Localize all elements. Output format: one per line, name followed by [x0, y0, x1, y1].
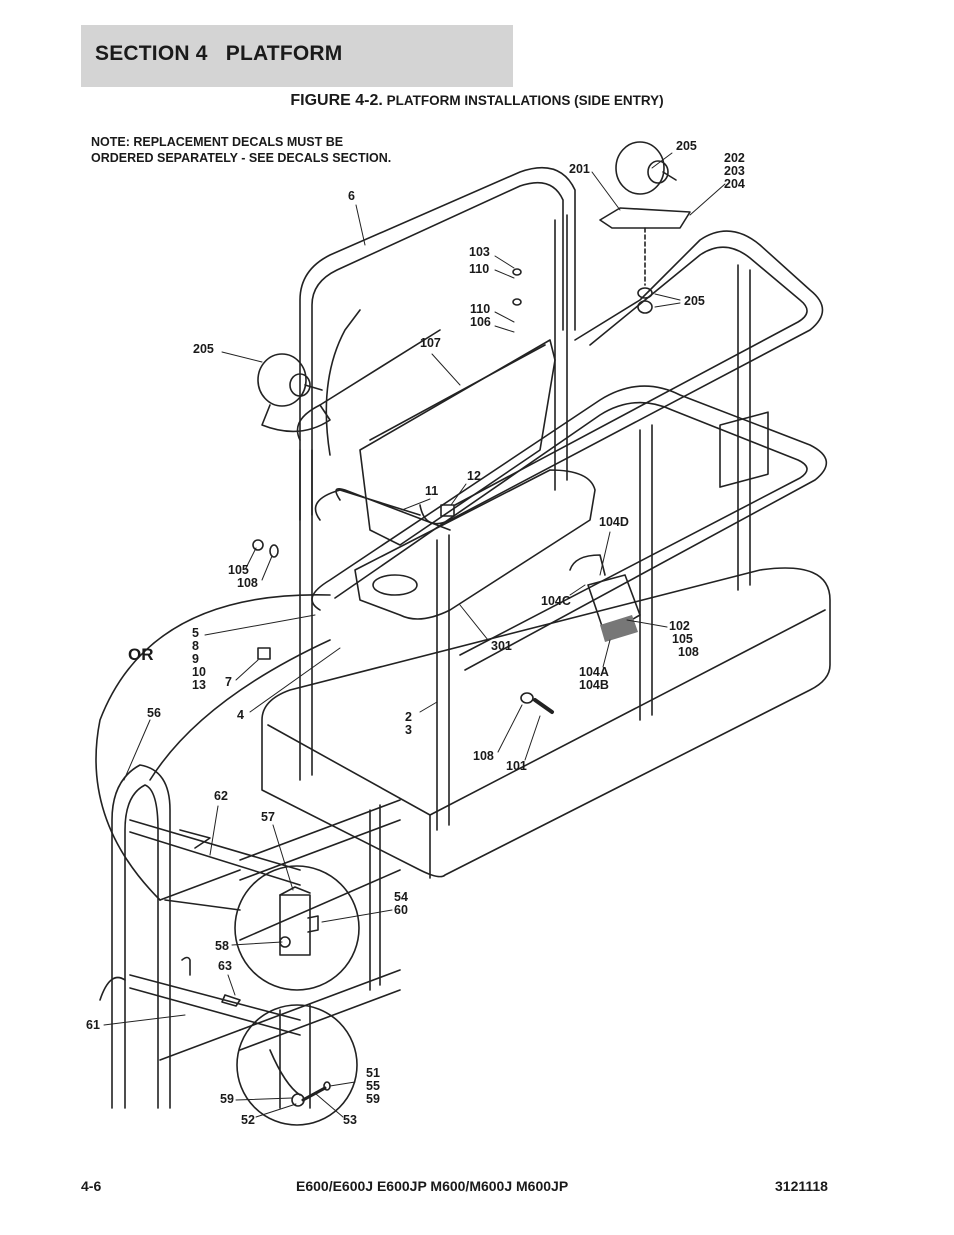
callout-9: 9 [192, 652, 199, 666]
callout-59: 59 [366, 1092, 380, 1106]
callout-107: 107 [420, 336, 441, 350]
callout-3: 3 [405, 723, 412, 737]
figure-title: FIGURE 4-2. PLATFORM INSTALLATIONS (SIDE… [0, 92, 954, 110]
callout-4: 4 [237, 708, 244, 722]
callout-101: 101 [506, 759, 527, 773]
rear-top-rail [299, 166, 576, 521]
callout-62: 62 [214, 789, 228, 803]
callout-53: 53 [343, 1113, 357, 1127]
decal-plate [719, 411, 769, 488]
leader-lines [103, 152, 726, 1118]
foot-switch [587, 574, 641, 636]
callout-110-106: 110 106 [470, 303, 491, 329]
callout-103: 103 [469, 245, 490, 259]
callout-202-204: 202 203 204 [724, 152, 745, 191]
callout-54: 54 [394, 890, 408, 904]
gate-detail [99, 764, 401, 1126]
callout-102: 102 [669, 619, 690, 633]
section-header: SECTION 4 PLATFORM [81, 25, 513, 87]
callout-52: 52 [241, 1113, 255, 1127]
callout-108-b: 108 [678, 645, 699, 659]
callout-5-13: 5 8 9 10 13 [192, 627, 206, 692]
console [354, 469, 596, 620]
callout-204: 204 [724, 177, 745, 191]
callout-55: 55 [366, 1079, 380, 1093]
callout-104d: 104D [599, 515, 629, 529]
callout-105-b: 105 [672, 632, 693, 646]
callout-104a-104b: 104A 104B [579, 666, 609, 692]
callout-2-3: 2 3 [405, 711, 412, 737]
callout-108: 108 [237, 576, 258, 590]
callout-102-108: 102 105 108 [669, 620, 699, 659]
note-line-1: NOTE: REPLACEMENT DECALS MUST BE [91, 135, 344, 149]
or-label: OR [128, 645, 154, 664]
model-list: E600/E600J E600JP M600/M600J M600JP [296, 1178, 569, 1194]
figure-caption: FIGURE 4-2. [290, 92, 383, 109]
callout-205: 205 [676, 139, 697, 153]
callout-104b: 104B [579, 678, 609, 692]
callout-57: 57 [261, 810, 275, 824]
callout-202: 202 [724, 151, 745, 165]
callout-301: 301 [491, 639, 512, 653]
callout-13: 13 [192, 678, 206, 692]
mid-rail [311, 385, 828, 671]
callout-105: 105 [228, 563, 249, 577]
callout-104a: 104A [579, 665, 609, 679]
note-line-2: ORDERED SEPARATELY - SEE DECALS SECTION. [91, 151, 392, 165]
callout-58: 58 [215, 939, 229, 953]
callout-103-110: 103 110 [469, 246, 490, 276]
control-box [359, 339, 556, 546]
callout-8: 8 [192, 639, 199, 653]
callout-60: 60 [394, 903, 408, 917]
callout-59-b: 59 [220, 1092, 234, 1106]
document-number: 3121118 [775, 1178, 828, 1194]
work-light-left [257, 353, 331, 433]
top-rail [296, 230, 824, 525]
platform-floor [261, 567, 831, 878]
callout-110-b: 110 [470, 302, 491, 316]
callout-205-c: 205 [193, 342, 214, 356]
page-number: 4-6 [81, 1178, 102, 1194]
gate-loop [314, 487, 451, 531]
callout-105-108: 105 108 [219, 564, 258, 590]
detail-callout-circle [95, 594, 331, 901]
callout-5: 5 [192, 626, 199, 640]
work-light-right [599, 141, 691, 286]
callout-205-b: 205 [684, 294, 705, 308]
callout-12: 12 [467, 469, 481, 483]
callout-6: 6 [348, 189, 355, 203]
callout-51-59: 51 55 59 [366, 1067, 380, 1106]
callout-108-c: 108 [473, 749, 494, 763]
callout-56: 56 [147, 706, 161, 720]
callout-203: 203 [724, 164, 745, 178]
decal-note: NOTE: REPLACEMENT DECALS MUST BE ORDERED… [91, 134, 391, 166]
callout-10: 10 [192, 665, 206, 679]
callout-11: 11 [425, 484, 439, 498]
callout-54-60: 54 60 [394, 891, 408, 917]
callout-7: 7 [225, 675, 232, 689]
figure-subtitle: PLATFORM INSTALLATIONS (SIDE ENTRY) [382, 93, 664, 108]
callout-61: 61 [86, 1018, 100, 1032]
callout-51: 51 [366, 1066, 380, 1080]
callout-106: 106 [470, 315, 491, 329]
callout-110: 110 [469, 262, 490, 276]
callout-63: 63 [218, 959, 232, 973]
callout-104c: 104C [541, 594, 571, 608]
section-title: SECTION 4 PLATFORM [95, 42, 343, 65]
callout-2: 2 [405, 710, 412, 724]
callout-201: 201 [569, 162, 590, 176]
